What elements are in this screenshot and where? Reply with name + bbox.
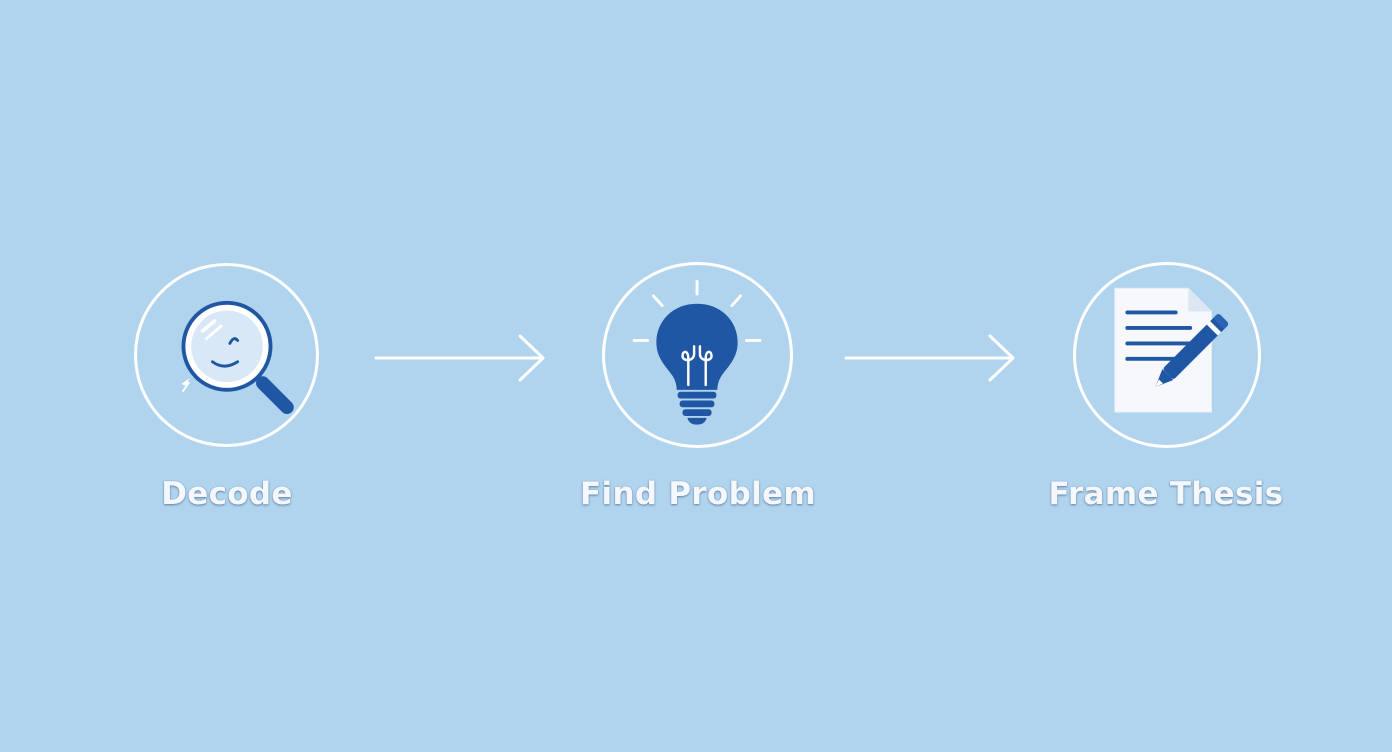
step-decode-label: Decode — [161, 476, 293, 512]
step-decode-circle — [134, 263, 319, 447]
arrow-right-icon — [844, 334, 1015, 382]
magnifying-glass-icon — [181, 300, 294, 415]
document-pen-icon — [1114, 287, 1229, 413]
step-find-problem-label: Find Problem — [580, 476, 816, 512]
step-find-problem-circle — [602, 262, 793, 448]
arrow-right-icon — [374, 334, 545, 382]
step-frame-thesis-label: Frame Thesis — [1048, 476, 1284, 512]
step-frame-thesis-circle — [1073, 262, 1261, 448]
lightbulb-icon — [632, 280, 762, 425]
